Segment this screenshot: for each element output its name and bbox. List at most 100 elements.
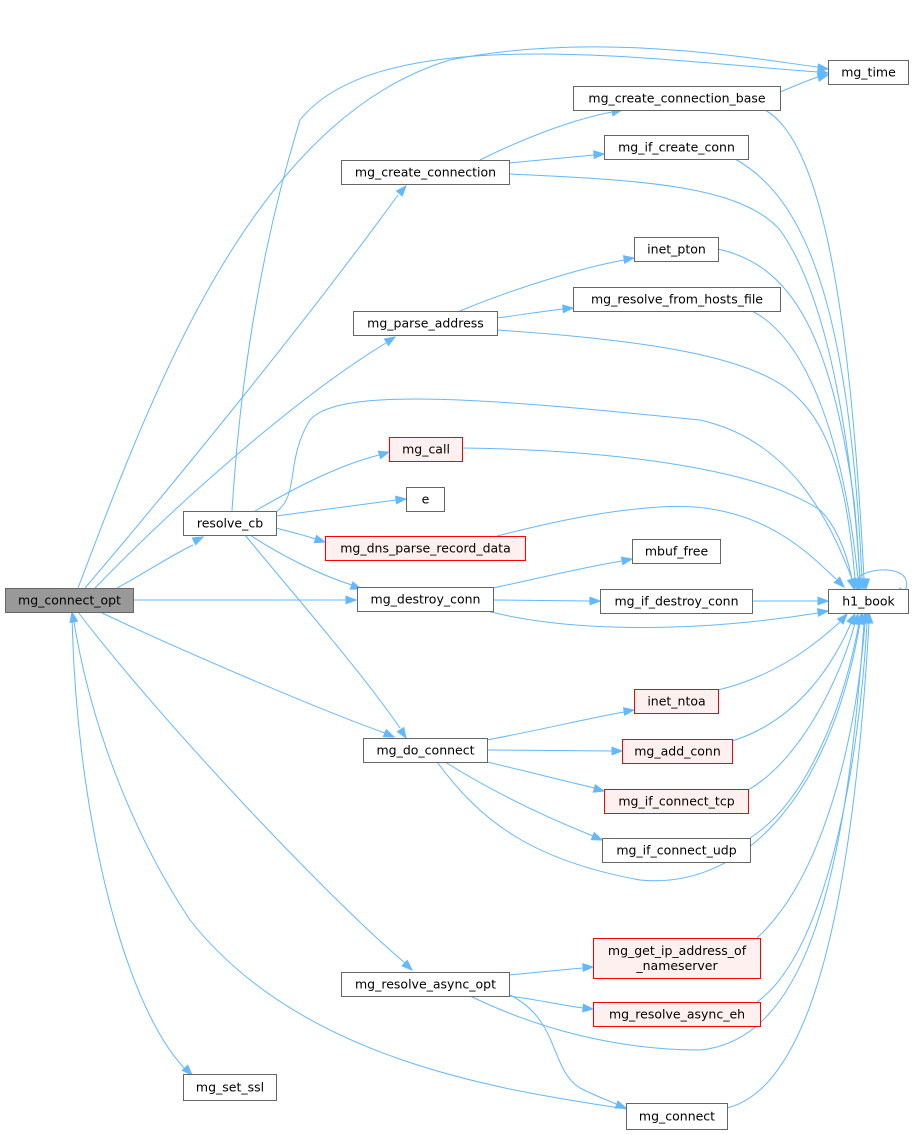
edge-mg_if_destroy_conn-to-h1_book bbox=[752, 596, 830, 606]
edge-mg_dns_parse_record_data-to-h1_book bbox=[496, 505, 845, 589]
edge-resolve_cb-to-mg_do_connect bbox=[244, 534, 407, 740]
edge-mg_connect-to-mg_connect_opt bbox=[69, 610, 627, 1110]
node-h1-book[interactable]: h1_book bbox=[828, 589, 909, 614]
edge-arrowhead bbox=[833, 576, 845, 589]
node-label: mg_destroy_conn bbox=[371, 592, 481, 607]
edge-arrowhead bbox=[181, 1064, 193, 1077]
edge-mg_destroy_conn-to-mbuf_free bbox=[492, 556, 634, 589]
node-box bbox=[634, 237, 719, 262]
edge-mg_call-to-h1_book bbox=[461, 447, 856, 591]
edge-mg_do_connect-to-mg_if_connect_tcp bbox=[486, 761, 606, 793]
edge-line bbox=[249, 534, 353, 586]
edge-line bbox=[116, 544, 194, 589]
edge-arrowhead bbox=[592, 784, 606, 793]
node-mg-time[interactable]: mg_time bbox=[828, 60, 909, 85]
edge-mg_connect-to-h1_book bbox=[726, 611, 874, 1109]
edge-mg_create_connection-to-mg_create_connection_base bbox=[479, 107, 624, 161]
node-resolve-cb[interactable]: resolve_cb bbox=[183, 511, 277, 536]
node-box bbox=[341, 160, 510, 185]
node-label: mg_create_connection_base bbox=[588, 91, 766, 106]
node-label: mg_set_ssl bbox=[196, 1080, 264, 1095]
edge-line bbox=[749, 622, 860, 839]
node-label: resolve_cb bbox=[197, 516, 263, 531]
edge-line bbox=[231, 53, 819, 512]
edge-line bbox=[756, 622, 866, 939]
edge-line bbox=[492, 560, 623, 589]
node-mg-connect-opt[interactable]: mg_connect_opt bbox=[5, 588, 134, 613]
edge-arrowhead bbox=[313, 534, 327, 544]
node-inet-pton[interactable]: inet_pton bbox=[634, 237, 719, 262]
node-mg-create-connection-base[interactable]: mg_create_connection_base bbox=[573, 86, 781, 111]
node-label: mg_if_connect_tcp bbox=[618, 794, 734, 809]
node-e[interactable]: e bbox=[406, 487, 445, 512]
node-label: mg_dns_parse_record_data bbox=[340, 541, 511, 556]
node-mg-set-ssl[interactable]: mg_set_ssl bbox=[183, 1074, 277, 1101]
edge-mg_connect_opt-to-mg_do_connect bbox=[99, 611, 396, 738]
node-label: mg_get_ip_address_of bbox=[608, 943, 747, 958]
node-label: mg_add_conn bbox=[634, 744, 721, 759]
edge-arrowhead bbox=[622, 707, 636, 717]
node-mg-if-connect-udp[interactable]: mg_if_connect_udp bbox=[602, 838, 751, 863]
edge-line bbox=[244, 534, 401, 729]
edge-line bbox=[508, 173, 861, 580]
edge-line bbox=[764, 109, 865, 580]
edge-line bbox=[751, 310, 859, 580]
edge-line bbox=[461, 447, 853, 580]
node-box bbox=[573, 287, 781, 312]
node-mg-resolve-async-opt[interactable]: mg_resolve_async_opt bbox=[341, 972, 510, 997]
edge-line bbox=[492, 599, 591, 602]
node-label: mg_parse_address bbox=[367, 316, 484, 331]
node-mg-destroy-conn[interactable]: mg_destroy_conn bbox=[357, 587, 494, 612]
edge-line bbox=[508, 154, 595, 164]
node-mg-if-create-conn[interactable]: mg_if_create_conn bbox=[604, 135, 749, 160]
node-mg-connect[interactable]: mg_connect bbox=[626, 1103, 728, 1130]
edge-line bbox=[496, 329, 856, 580]
edge-mg_create_connection-to-mg_if_create_conn bbox=[508, 150, 606, 164]
node-inet-ntoa[interactable]: inet_ntoa bbox=[634, 689, 719, 714]
node-mg-if-connect-tcp[interactable]: mg_if_connect_tcp bbox=[604, 789, 749, 814]
edge-arrowhead bbox=[836, 612, 848, 625]
edge-mg_connect_opt-to-mg_parse_address bbox=[94, 336, 397, 589]
edge-mg_create_connection_base-to-mg_time bbox=[779, 73, 830, 93]
node-box bbox=[183, 1074, 277, 1101]
edge-line bbox=[469, 622, 865, 1051]
node-box bbox=[634, 689, 719, 714]
node-mg-call[interactable]: mg_call bbox=[389, 437, 463, 462]
node-mg-resolve-from-hosts-file[interactable]: mg_resolve_from_hosts_file bbox=[573, 287, 781, 312]
node-label: mg_call bbox=[402, 442, 450, 457]
edge-line bbox=[717, 621, 841, 691]
node-mg-resolve-async-eh[interactable]: mg_resolve_async_eh bbox=[593, 1002, 761, 1027]
node-mg-get-ip-address-of-nameserver[interactable]: mg_get_ip_address_of_nameserver bbox=[593, 938, 761, 979]
edge-mg_connect_opt-to-mg_create_connection bbox=[84, 184, 407, 589]
node-mg-create-connection[interactable]: mg_create_connection bbox=[341, 160, 510, 185]
node-mg-do-connect[interactable]: mg_do_connect bbox=[363, 738, 488, 763]
node-mg-if-destroy-conn[interactable]: mg_if_destroy_conn bbox=[600, 589, 753, 614]
edge-line bbox=[71, 611, 186, 1070]
edge-arrowhead bbox=[614, 1100, 628, 1109]
node-box bbox=[604, 135, 749, 160]
node-box bbox=[406, 487, 445, 512]
edge-line bbox=[275, 499, 397, 517]
node-mg-parse-address[interactable]: mg_parse_address bbox=[353, 311, 498, 336]
node-mbuf-free[interactable]: mbuf_free bbox=[632, 539, 721, 564]
edge-line bbox=[275, 398, 853, 580]
edge-arrowhead bbox=[69, 610, 79, 624]
node-box bbox=[828, 589, 909, 614]
edge-line bbox=[73, 621, 627, 1110]
edge-mg_get_ip_address_of_nameserver-to-h1_book bbox=[756, 611, 871, 939]
edge-mg_do_connect-to-inet_ntoa bbox=[486, 707, 636, 741]
node-mg-dns-parse-record-data[interactable]: mg_dns_parse_record_data bbox=[325, 536, 526, 561]
edge-line bbox=[254, 454, 380, 512]
edge-mg_create_connection-to-h1_book bbox=[508, 173, 866, 591]
edge-line bbox=[731, 622, 852, 742]
edge-mg_resolve_async_eh-to-h1_book bbox=[756, 611, 872, 1003]
edge-mg_do_connect-to-mg_if_connect_udp bbox=[444, 761, 604, 841]
node-label: mg_resolve_async_opt bbox=[355, 977, 496, 992]
edge-arrowhead bbox=[345, 595, 358, 605]
node-label: mg_create_connection bbox=[355, 165, 496, 180]
node-box bbox=[325, 536, 526, 561]
edge-mg_parse_address-to-mg_resolve_from_hosts_file bbox=[496, 304, 575, 319]
node-mg-add-conn[interactable]: mg_add_conn bbox=[622, 739, 733, 764]
edge-arrowhead bbox=[816, 73, 830, 82]
